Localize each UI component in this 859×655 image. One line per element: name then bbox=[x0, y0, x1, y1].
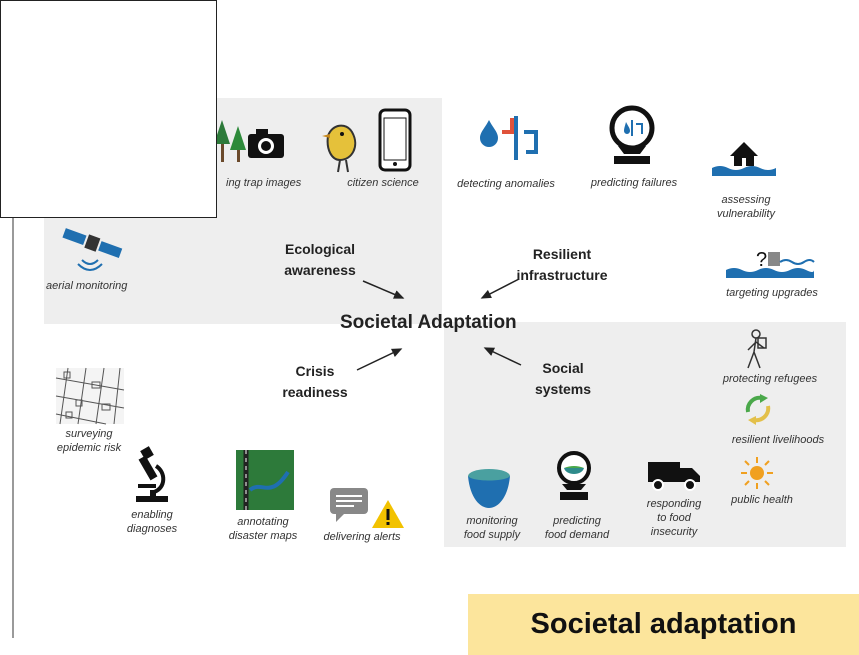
label-responding-food-insecurity: responding to food insecurity bbox=[634, 497, 714, 539]
topic-badge: Societal adaptation bbox=[468, 594, 859, 655]
label-citizen-science: citizen science bbox=[347, 177, 419, 189]
category-social-line1: Social bbox=[542, 360, 584, 376]
center-title: Societal Adaptation bbox=[340, 312, 517, 333]
label-targeting-upgrades: targeting upgrades bbox=[726, 287, 818, 299]
map-road-icon bbox=[236, 450, 294, 510]
category-crisis-line2: readiness bbox=[282, 384, 348, 400]
pipe-icon bbox=[502, 116, 538, 160]
label-predicting-food-line2: food demand bbox=[544, 529, 610, 541]
label-enabling-line1: enabling bbox=[131, 509, 173, 521]
overlay-box bbox=[0, 0, 217, 218]
category-crisis-line1: Crisis bbox=[295, 363, 335, 379]
category-ecological: Ecological awareness bbox=[265, 239, 375, 281]
category-social-line2: systems bbox=[534, 381, 592, 397]
arrow-ecological bbox=[362, 280, 405, 299]
label-surveying-line2: epidemic risk bbox=[56, 442, 122, 454]
label-monitoring-line1: monitoring bbox=[466, 515, 518, 527]
label-surveying-epidemic-risk: surveying epidemic risk bbox=[46, 427, 132, 455]
label-assessing-vulnerability: assessing vulnerability bbox=[706, 193, 786, 221]
label-trap-images: ing trap images bbox=[226, 177, 302, 189]
crystal-ball-icon bbox=[609, 105, 655, 164]
street-map-icon bbox=[55, 367, 125, 425]
phone-icon bbox=[378, 108, 412, 172]
topic-badge-label: Societal adaptation bbox=[530, 608, 797, 640]
category-ecological-line2: awareness bbox=[284, 262, 356, 278]
label-predicting-food-demand: predicting food demand bbox=[536, 514, 618, 542]
label-responding-line3: insecurity bbox=[650, 526, 698, 538]
left-divider bbox=[12, 218, 14, 638]
microscope-icon bbox=[136, 446, 168, 502]
camera-icon bbox=[248, 129, 284, 158]
arrow-crisis bbox=[356, 348, 403, 371]
arrow-resilient bbox=[480, 278, 520, 299]
label-responding-line1: responding bbox=[646, 498, 702, 510]
category-resilient-line1: Resilient bbox=[532, 246, 592, 262]
arrow-social bbox=[483, 347, 522, 366]
truck-icon bbox=[648, 462, 700, 491]
hiker-icon bbox=[747, 329, 767, 369]
water-drop-icon bbox=[480, 120, 498, 147]
label-assessing-line2: vulnerability bbox=[716, 208, 776, 220]
label-surveying-line1: surveying bbox=[65, 428, 113, 440]
label-predicting-failures: predicting failures bbox=[590, 177, 678, 189]
label-delivering-alerts: delivering alerts bbox=[323, 531, 401, 543]
crystal-ball-food-icon bbox=[557, 451, 591, 500]
warning-icon bbox=[372, 500, 404, 528]
category-resilient-line2: infrastructure bbox=[516, 267, 608, 283]
satellite-icon bbox=[62, 228, 123, 271]
label-monitoring-food-supply: monitoring food supply bbox=[456, 514, 528, 542]
label-public-health: public health bbox=[731, 494, 793, 506]
label-aerial-monitoring: aerial monitoring bbox=[46, 280, 128, 292]
label-annotating-line1: annotating bbox=[237, 516, 289, 528]
svg-text:?: ? bbox=[756, 249, 767, 271]
category-resilient: Resilient infrastructure bbox=[500, 244, 624, 286]
label-annotating-line2: disaster maps bbox=[228, 530, 298, 542]
label-monitoring-line2: food supply bbox=[463, 529, 521, 541]
label-assessing-line1: assessing bbox=[721, 194, 771, 206]
label-protecting-refugees: protecting refugees bbox=[722, 373, 818, 385]
category-ecological-line1: Ecological bbox=[284, 241, 356, 257]
label-resilient-livelihoods: resilient livelihoods bbox=[731, 434, 825, 446]
flood-question-icon: ? bbox=[726, 249, 815, 278]
label-annotating-disaster-maps: annotating disaster maps bbox=[218, 515, 308, 543]
bird-icon bbox=[322, 124, 357, 173]
house-flood-icon bbox=[712, 142, 776, 176]
category-social: Social systems bbox=[520, 358, 606, 400]
label-enabling-diagnoses: enabling diagnoses bbox=[116, 508, 188, 536]
label-enabling-line2: diagnoses bbox=[126, 523, 178, 535]
label-responding-line2: to food bbox=[657, 512, 691, 524]
label-predicting-food-line1: predicting bbox=[553, 515, 601, 527]
tree-icon bbox=[214, 120, 246, 162]
category-crisis: Crisis readiness bbox=[270, 361, 360, 403]
label-detecting-anomalies: detecting anomalies bbox=[457, 178, 555, 190]
sun-icon bbox=[741, 457, 773, 489]
chat-icon bbox=[330, 488, 368, 522]
bowl-icon bbox=[468, 469, 510, 508]
recycle-icon bbox=[745, 394, 771, 425]
